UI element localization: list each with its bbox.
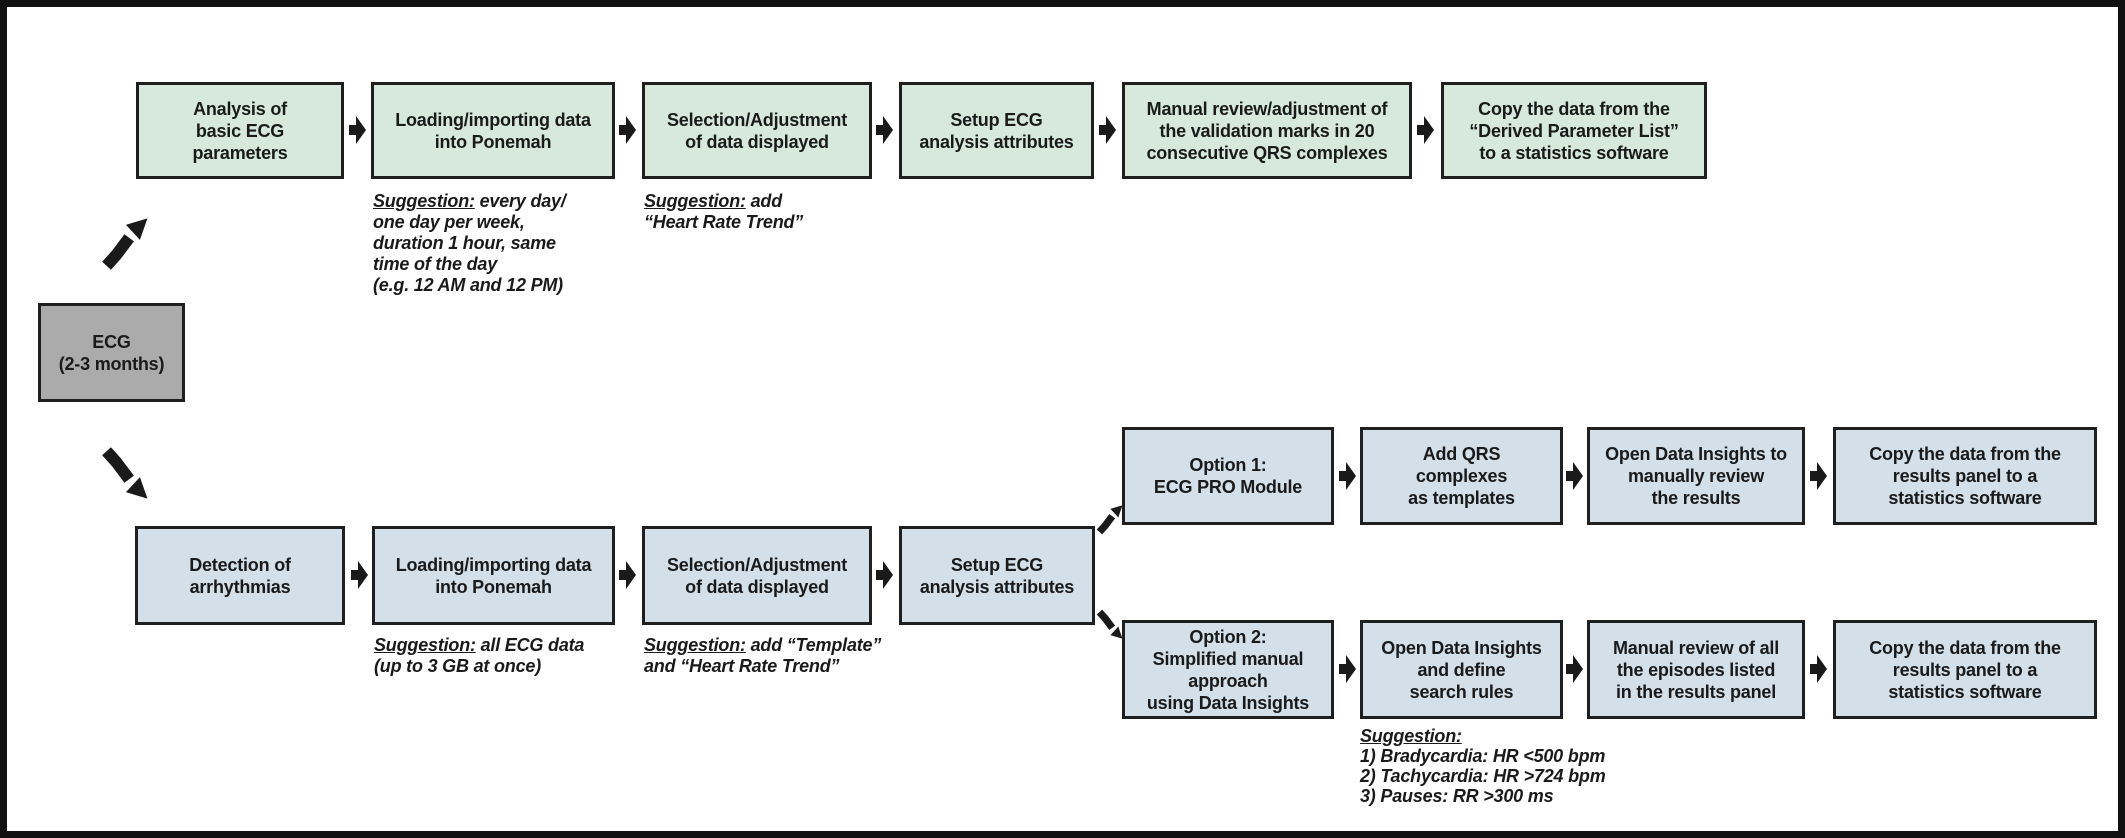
right-arrow-icon [1099,115,1116,145]
right-arrow-icon [1339,654,1356,684]
ecg-source-box: ECG (2-3 months) [38,303,185,402]
opt1-box-copy-results: Copy the data from the results panel to … [1833,427,2097,525]
bottom-box-loading-importing: Loading/importing data into Ponemah [372,526,615,625]
suggestion-opt2-search-rules: Suggestion: 1) Bradycardia: HR <500 bpm … [1360,726,1606,806]
bent-up-arrow-icon [99,210,155,272]
opt2-box-manual-review-episodes: Manual review of all the episodes listed… [1587,620,1805,719]
right-arrow-icon [351,560,368,590]
top-box-copy-derived-list: Copy the data from the “Derived Paramete… [1441,82,1707,179]
top-box-analysis-basic-ecg: Analysis of basic ECG parameters [136,82,344,179]
bent-down-arrow-icon [99,445,155,507]
suggestion-top-selection: Suggestion: add “Heart Rate Trend” [644,191,804,232]
right-arrow-icon [619,560,636,590]
bottom-box-detection-arrhythmias: Detection of arrhythmias [135,526,345,625]
suggestion-bottom-loading: Suggestion: all ECG data (up to 3 GB at … [374,635,585,676]
top-box-selection-adjustment: Selection/Adjustment of data displayed [642,82,872,179]
right-arrow-icon [1566,461,1583,491]
bottom-box-selection-adjustment: Selection/Adjustment of data displayed [642,526,872,625]
right-arrow-icon [876,115,893,145]
right-arrow-icon [1810,461,1827,491]
opt1-box-ecg-pro-module: Option 1: ECG PRO Module [1122,427,1334,525]
right-arrow-icon [1417,115,1434,145]
opt1-box-add-qrs-templates: Add QRS complexes as templates [1360,427,1563,525]
right-arrow-icon [349,115,366,145]
right-arrow-icon [1810,654,1827,684]
suggestion-top-loading: Suggestion: every day/ one day per week,… [373,191,566,295]
top-box-manual-review: Manual review/adjustment of the validati… [1122,82,1412,179]
right-arrow-icon [1566,654,1583,684]
right-arrow-icon [876,560,893,590]
opt2-box-simplified-manual: Option 2: Simplified manual approach usi… [1122,620,1334,719]
opt2-box-copy-results: Copy the data from the results panel to … [1833,620,2097,719]
opt2-box-define-search-rules: Open Data Insights and define search rul… [1360,620,1563,719]
bent-down-arrow-icon [1093,609,1129,643]
bent-up-arrow-icon [1093,501,1129,535]
right-arrow-icon [1339,461,1356,491]
right-arrow-icon [619,115,636,145]
top-box-setup-attributes: Setup ECG analysis attributes [899,82,1094,179]
suggestion-bottom-selection: Suggestion: add “Template” and “Heart Ra… [644,635,882,676]
bottom-box-setup-attributes: Setup ECG analysis attributes [899,526,1095,625]
top-box-loading-importing: Loading/importing data into Ponemah [371,82,615,179]
opt1-box-open-data-insights: Open Data Insights to manually review th… [1587,427,1805,525]
